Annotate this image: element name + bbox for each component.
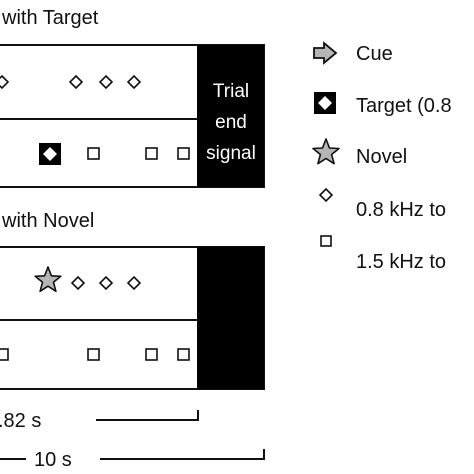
legend-0.8khz-diamond-icon [318,187,334,203]
legend-cue-label: Cue [356,43,393,65]
tone-1.5khz-square-icon [87,147,100,160]
trial-end-block [197,45,264,187]
trial-end-block [197,247,264,389]
tone-1.5khz-square-icon [87,348,100,361]
tone-0.8khz-diamond-icon [68,74,84,90]
tone-0.8khz-diamond-icon [0,74,10,90]
cue-arrow-icon [313,41,338,65]
novel-star-icon [34,266,62,293]
tone-1.5khz-square-icon [0,348,9,361]
short-duration-bar: .82 s [0,410,199,432]
panel-novel-title: with Novel [1,210,94,232]
tone-1.5khz-square-icon [145,348,158,361]
tone-0.8khz-diamond-icon [126,74,142,90]
legend: Cue Target (0.8 Novel 0.8 kHz to 1.5 kHz… [312,41,452,273]
panel-target-title: with Target [1,7,99,29]
tone-0.8khz-diamond-icon [126,275,142,291]
legend-novel-label: Novel [356,146,407,168]
legend-1.5khz-label: 1.5 kHz to [356,251,446,273]
trial-end-label-1: Trial [213,81,249,102]
legend-1.5khz-square-icon [320,235,332,247]
panel-target-box: Trial end signal [0,44,265,188]
long-duration-label: 10 s [34,449,72,471]
tone-0.8khz-diamond-icon [98,74,114,90]
tone-0.8khz-diamond-icon [70,275,86,291]
legend-0.8khz-label: 0.8 kHz to [356,199,446,221]
panel-novel-box [0,246,265,390]
long-duration-bar: 10 s [0,449,265,471]
tone-1.5khz-square-icon [145,147,158,160]
legend-target-label: Target (0.8 [356,95,452,117]
target-icon [39,143,61,165]
tone-1.5khz-square-icon [177,348,190,361]
legend-target-icon [314,92,336,114]
trial-end-label-2: end [215,112,247,133]
trial-end-label-3: signal [206,143,256,164]
short-duration-label: .82 s [0,410,41,432]
legend-novel-star-icon [312,138,340,165]
tone-0.8khz-diamond-icon [98,275,114,291]
tone-1.5khz-square-icon [177,147,190,160]
